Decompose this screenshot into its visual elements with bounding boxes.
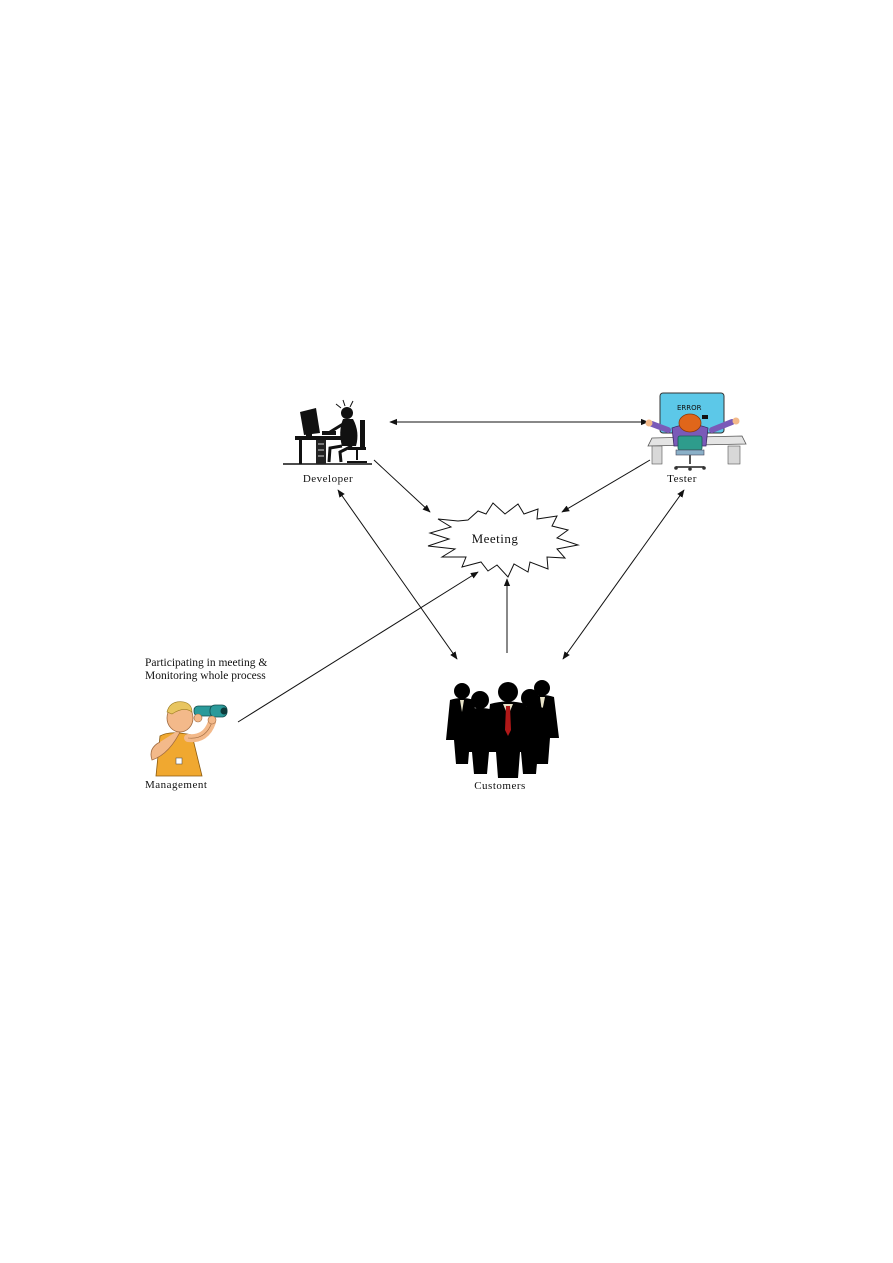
business-people-silhouettes-icon <box>446 680 559 778</box>
starburst-icon <box>427 502 580 578</box>
developer-at-computer-icon <box>283 399 372 465</box>
edge-tester-meeting <box>561 459 651 513</box>
note-line-2: Monitoring whole process <box>145 670 266 682</box>
management-note: Participating in meeting & Monitoring wh… <box>145 657 267 682</box>
connections <box>237 418 685 723</box>
customers-node: Customers <box>446 680 559 792</box>
tester-error-screen-icon: ERROR <box>645 392 747 471</box>
customers-label: Customers <box>474 780 526 792</box>
tester-node: ERROR Tester <box>645 392 747 485</box>
man-with-binoculars-icon <box>150 701 228 777</box>
error-screen-text: ERROR <box>677 404 702 412</box>
meeting-node: Meeting <box>427 502 580 578</box>
edge-developer-customers <box>337 489 458 660</box>
developer-label: Developer <box>303 473 353 485</box>
edge-tester-customers <box>562 489 685 660</box>
developer-node: Developer <box>283 399 372 485</box>
note-line-1: Participating in meeting & <box>145 657 267 669</box>
meeting-label: Meeting <box>472 531 519 546</box>
management-node: Management <box>145 701 228 791</box>
edge-management-meeting <box>237 571 479 723</box>
tester-label: Tester <box>667 473 697 485</box>
edge-developer-meeting <box>373 459 431 513</box>
management-label: Management <box>145 779 207 791</box>
